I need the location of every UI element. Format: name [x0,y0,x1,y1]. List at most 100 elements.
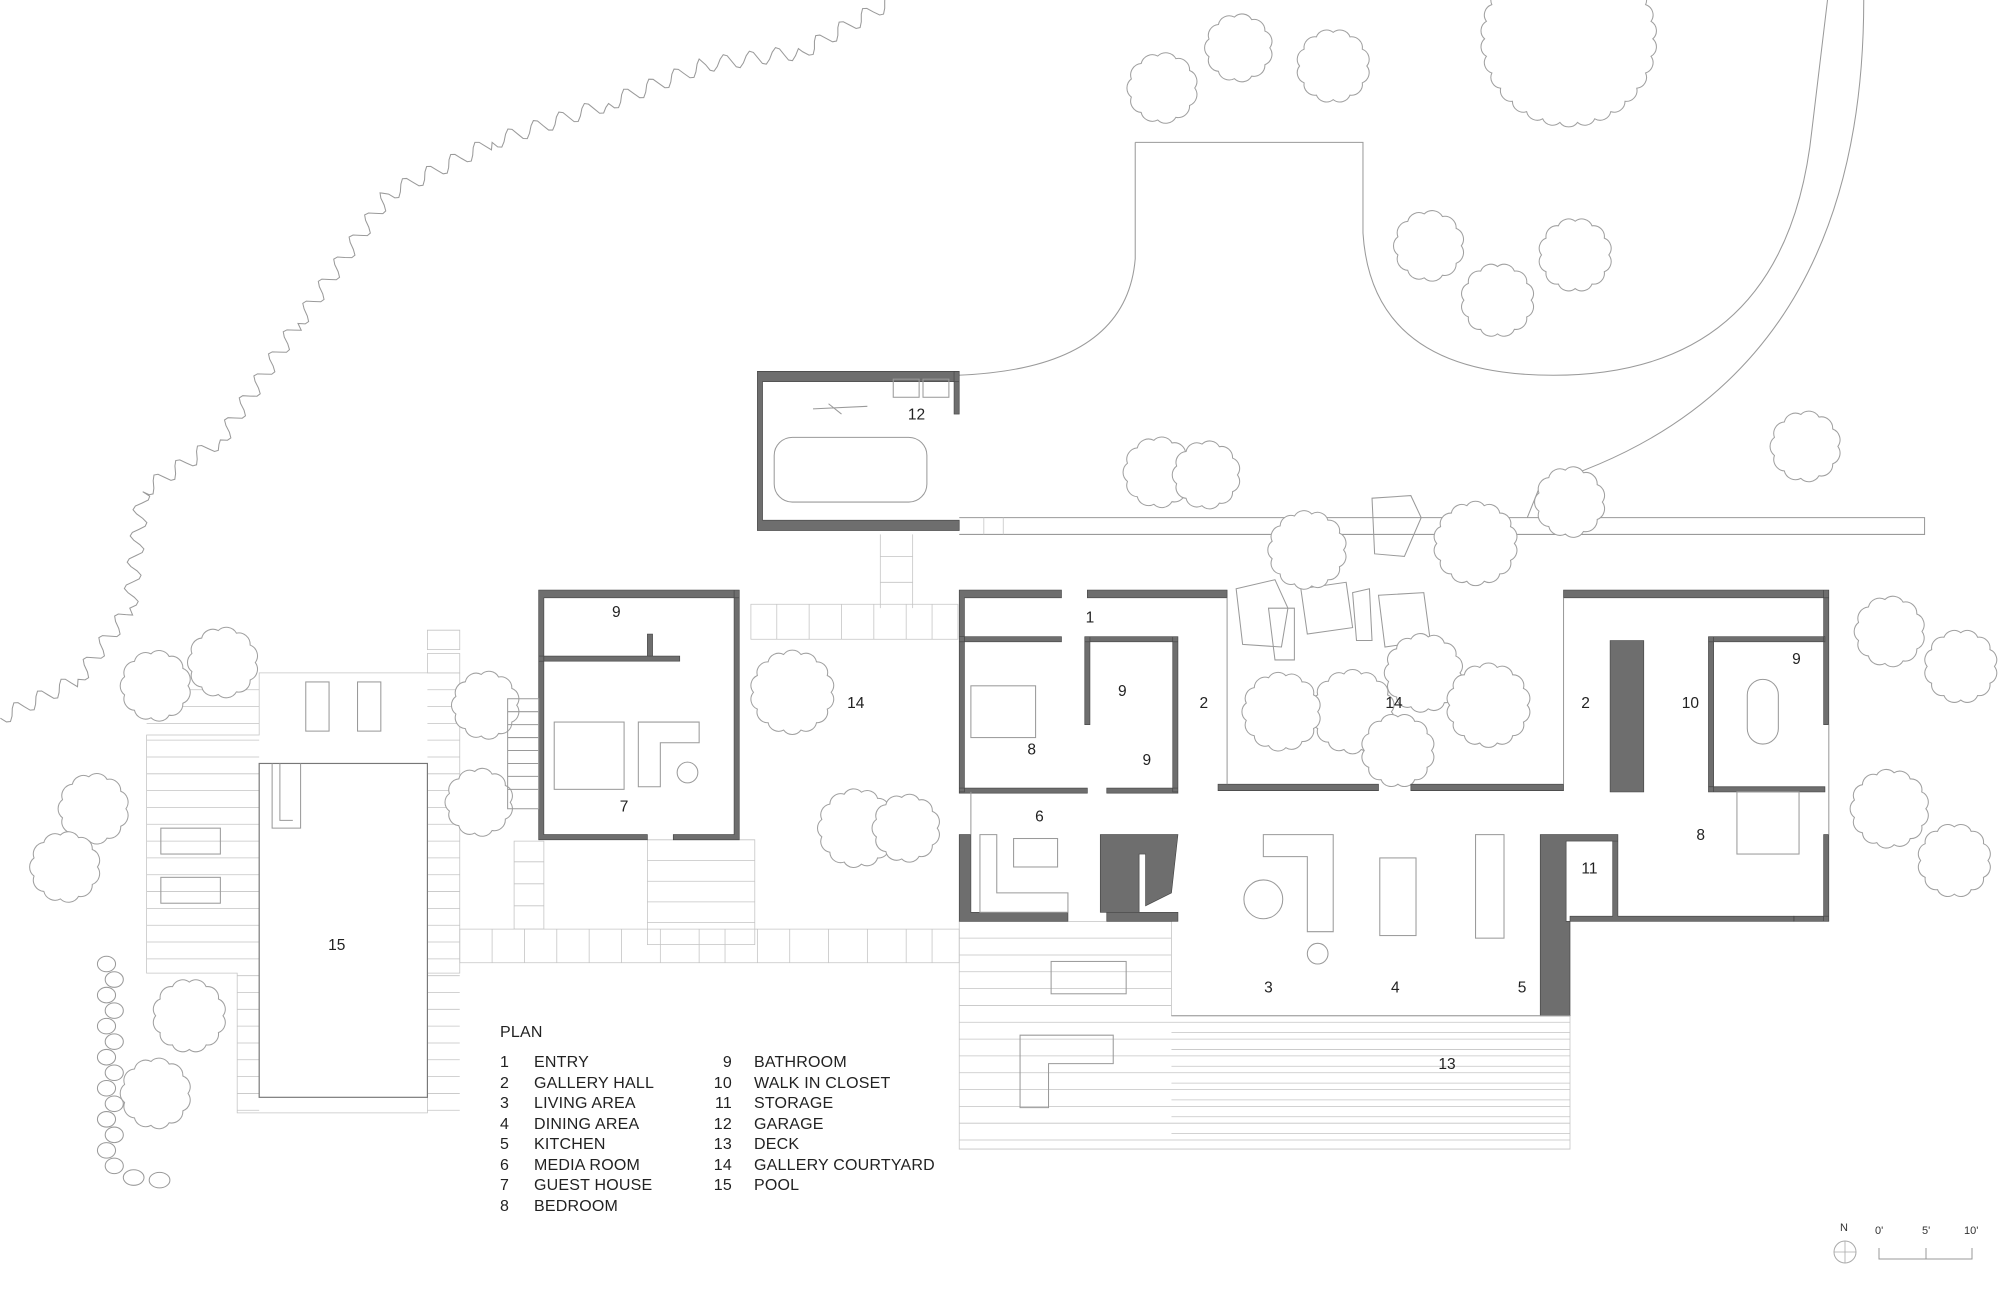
tree-icon [1917,824,1991,897]
legend-item-label: DECK [754,1136,800,1153]
legend-item-number: 7 [500,1177,510,1194]
tree-icon [1267,510,1347,590]
legend-item-number: 3 [500,1095,510,1112]
room-label-deck: 13 [1438,1056,1455,1073]
room-label-entry: 1 [1086,609,1095,626]
lounge-chair [160,827,221,855]
tree-icon [1446,662,1531,748]
car [773,436,928,503]
tree-icon [1461,263,1535,337]
storage-box [922,378,950,398]
room-labels: 12 1 14 9 9 9 2 14 2 10 9 8 7 6 8 11 15 … [328,406,1801,1073]
legend-item-number: 13 [713,1136,732,1153]
hedge-line [0,0,886,723]
room-label-gallery-hall: 2 [1199,695,1208,712]
north-compass-icon [1833,1240,1973,1264]
driveway-edge [1526,0,1865,518]
sofa [1262,834,1334,933]
legend-item: 7 GUEST HOUSE [500,1177,670,1198]
tree-icon [1433,500,1518,587]
guest-house-walls [538,589,740,841]
walkway-joints [879,517,1004,609]
scale-tick-0: 0' [1875,1225,1884,1237]
tree-icon [1122,436,1194,509]
room-label-bathroom: 9 [612,604,621,621]
legend-item-label: GALLERY HALL [534,1074,655,1092]
room-label-bathroom: 9 [1118,683,1127,700]
legend-item: 2 GALLERY HALL [500,1075,670,1096]
stepping-stones [750,603,959,640]
buildings [507,371,1830,1017]
kitchen-island [1475,834,1505,939]
room-label-media-room: 6 [1035,809,1044,826]
legend-item-number: 11 [714,1095,732,1112]
tree-icon [1296,29,1370,103]
tree-icon [1392,210,1464,282]
legend-item-number: 2 [500,1074,510,1092]
terrace-paving [646,839,756,946]
deck-joints [959,937,1571,1141]
bed [553,721,625,790]
legend-item: 1 ENTRY [500,1054,670,1075]
terrace-paving [427,629,461,674]
legend-item: 5 KITCHEN [500,1136,670,1157]
legend-item-label: ENTRY [534,1054,589,1071]
stepping-stones [459,928,960,964]
stepping-stones [513,840,545,930]
courtyard-wall [1217,783,1564,791]
legend-item-number: 4 [500,1115,510,1133]
pool [258,762,428,1098]
legend-item-label: STORAGE [754,1095,834,1112]
storage-box [892,378,920,398]
lounge-chair [357,681,382,732]
tree-icon [29,831,101,903]
tree-icon [1126,52,1198,124]
tree-icon [816,788,897,868]
driveway-edge [1135,0,1829,376]
outdoor-table [1050,960,1127,995]
room-label-kitchen: 5 [1518,979,1527,996]
pool-steps [271,763,302,829]
legend-item-number: 15 [713,1177,732,1194]
legend-item-label: GUEST HOUSE [534,1177,653,1194]
tree-icon [1204,13,1273,83]
room-label-pool: 15 [328,937,345,954]
legend-item-label: GARAGE [754,1115,824,1133]
legend-item: 11 STORAGE [710,1095,935,1116]
legend-item-number: 1 [500,1054,510,1071]
garage-walls [757,371,960,531]
north-label: N [1840,1222,1848,1234]
legend-title: PLAN [500,1024,543,1041]
tree-icon [750,649,835,735]
trees [29,0,1998,1130]
lounge-chair [305,681,330,732]
room-label-courtyard: 14 [847,695,865,712]
tree-icon [871,793,940,863]
tree-icon [1383,633,1463,713]
media-table [1013,837,1059,868]
legend-item-label: KITCHEN [534,1136,606,1153]
room-label-guest-house: 7 [620,798,629,815]
legend-item-label: BEDROOM [534,1197,619,1215]
chair [676,761,699,784]
legend-item-label: LIVING AREA [534,1095,636,1112]
outdoor-sofa [1019,1034,1114,1109]
tree-icon [1361,714,1435,788]
tree-icon [1171,440,1241,510]
legend-item-number: 5 [500,1136,510,1153]
motorcycle [812,403,868,415]
tree-icon [1480,0,1657,128]
bed [1736,791,1800,855]
room-label-dining-area: 4 [1391,979,1400,996]
legend-item-label: WALK IN CLOSET [754,1074,891,1092]
coffee-table [1243,879,1284,920]
